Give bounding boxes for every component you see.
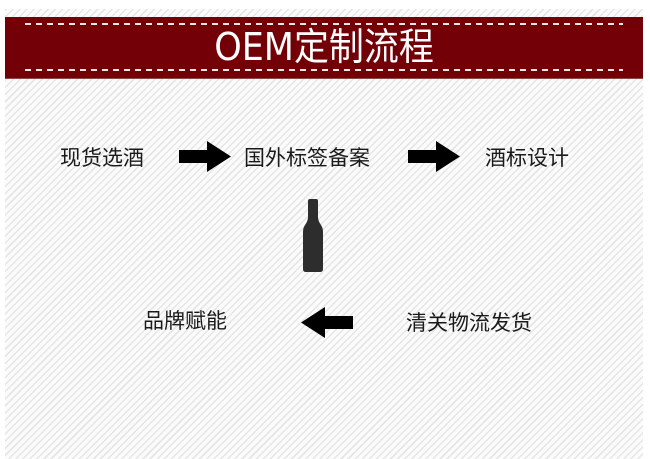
title-banner: OEM定制流程 (5, 17, 643, 79)
step-label-design: 酒标设计 (485, 146, 569, 170)
arrow-left-icon (301, 307, 353, 338)
step-customs-logistics: 清关物流发货 (406, 311, 532, 335)
dashed-divider-bottom (25, 69, 623, 71)
dashed-divider-top (25, 23, 623, 25)
step-brand-empowerment: 品牌赋能 (143, 309, 227, 333)
hatched-background (5, 9, 643, 459)
page-title: OEM定制流程 (214, 25, 434, 69)
wine-bottle-icon (303, 199, 323, 272)
step-label-registration: 国外标签备案 (244, 146, 370, 170)
arrow-right-icon (179, 141, 231, 172)
arrow-right-icon (408, 141, 460, 172)
step-select-wine: 现货选酒 (60, 146, 144, 170)
